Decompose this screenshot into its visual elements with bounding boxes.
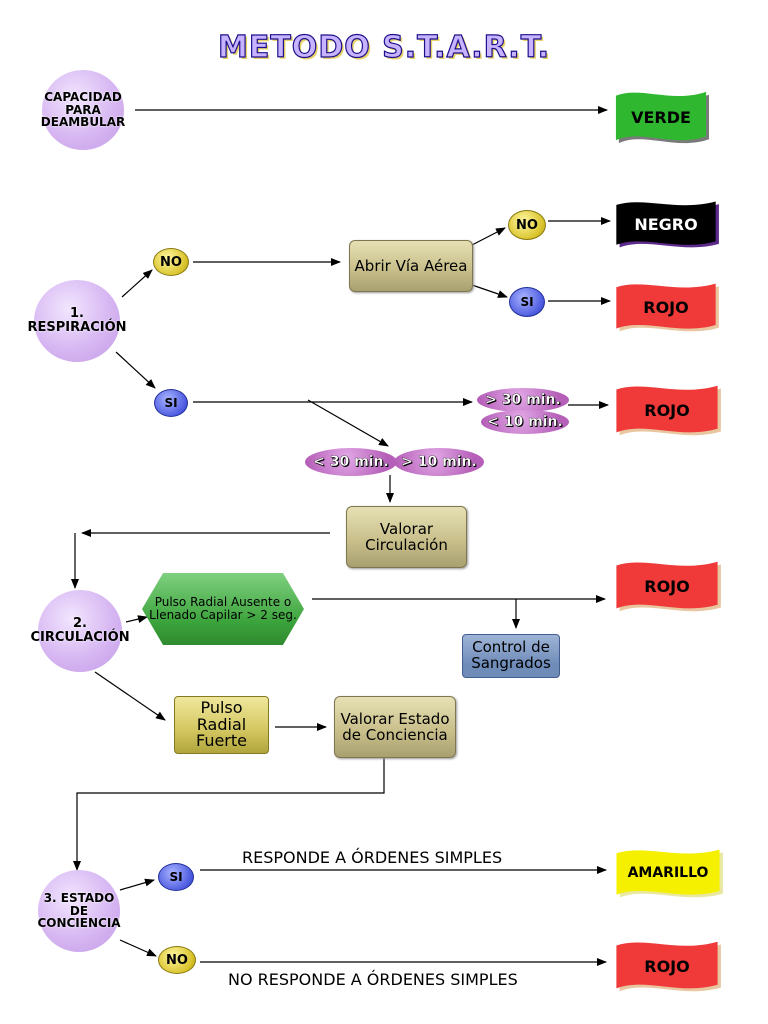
valorar-circulacion-box: Valorar Circulación xyxy=(346,506,467,568)
flag-rojo-frecuencia-shape xyxy=(616,385,721,436)
gt30-oval: > 30 min. xyxy=(477,388,569,412)
valorar-conciencia-box: Valorar Estado de Conciencia xyxy=(334,696,456,758)
respiracion-si-oval: SI xyxy=(154,389,188,417)
conciencia-no-oval: NO xyxy=(158,946,196,974)
flag-negro: NEGRO xyxy=(612,198,720,250)
flag-amarillo-label: AMARILLO xyxy=(627,865,709,881)
flag-rojo-circulacion-label: ROJO xyxy=(644,576,690,596)
flag-rojo-via: ROJO xyxy=(612,280,720,334)
flag-negro-shape xyxy=(616,201,719,248)
flag-rojo-via-shape xyxy=(616,283,719,332)
conciencia-si-oval: SI xyxy=(158,863,194,891)
flag-rojo-circulacion-shape xyxy=(616,561,721,612)
flag-amarillo-shape xyxy=(616,849,723,898)
no-responde-label: NO RESPONDE A ÓRDENES SIMPLES xyxy=(228,970,518,989)
flag-rojo-conciencia-shape xyxy=(616,941,721,992)
capacidad-deambular-node: CAPACIDAD PARA DEAMBULAR xyxy=(41,70,125,150)
after-via-no-oval: NO xyxy=(508,210,546,240)
flag-verde-shape xyxy=(615,91,710,144)
respiracion-node: 1. RESPIRACIÓN xyxy=(28,280,127,362)
gt10-oval: > 10 min. xyxy=(394,448,484,476)
flag-rojo-via-label: ROJO xyxy=(643,297,689,317)
flag-rojo-conciencia: ROJO xyxy=(612,938,722,994)
respiracion-no-oval: NO xyxy=(153,248,189,276)
pulso-ausente-hex: Pulso Radial Ausente o Llenado Capilar >… xyxy=(142,573,304,645)
flag-amarillo: AMARILLO xyxy=(612,846,724,900)
lt10-oval: < 10 min. xyxy=(481,410,569,434)
abrir-via-aerea-box: Abrir Vía Aérea xyxy=(349,240,473,292)
after-via-si-oval: SI xyxy=(509,287,545,317)
lt30-oval: < 30 min. xyxy=(305,448,397,476)
flag-rojo-frecuencia: ROJO xyxy=(612,382,722,438)
flag-verde: VERDE xyxy=(612,88,710,146)
flag-rojo-frecuencia-label: ROJO xyxy=(644,400,690,420)
control-sangrados-box: Control de Sangrados xyxy=(462,634,560,678)
flag-negro-label: NEGRO xyxy=(634,214,698,234)
page-title: METODO S.T.A.R.T. xyxy=(217,29,550,65)
flag-verde-label: VERDE xyxy=(631,107,691,127)
flag-rojo-conciencia-label: ROJO xyxy=(644,956,690,976)
responde-label: RESPONDE A ÓRDENES SIMPLES xyxy=(242,848,503,867)
pulso-fuerte-box: Pulso Radial Fuerte xyxy=(174,696,269,754)
circulacion-node: 2. CIRCULACIÓN xyxy=(30,590,130,672)
flag-rojo-circulacion: ROJO xyxy=(612,558,722,614)
conciencia-node: 3. ESTADO DE CONCIENCIA xyxy=(37,870,121,952)
